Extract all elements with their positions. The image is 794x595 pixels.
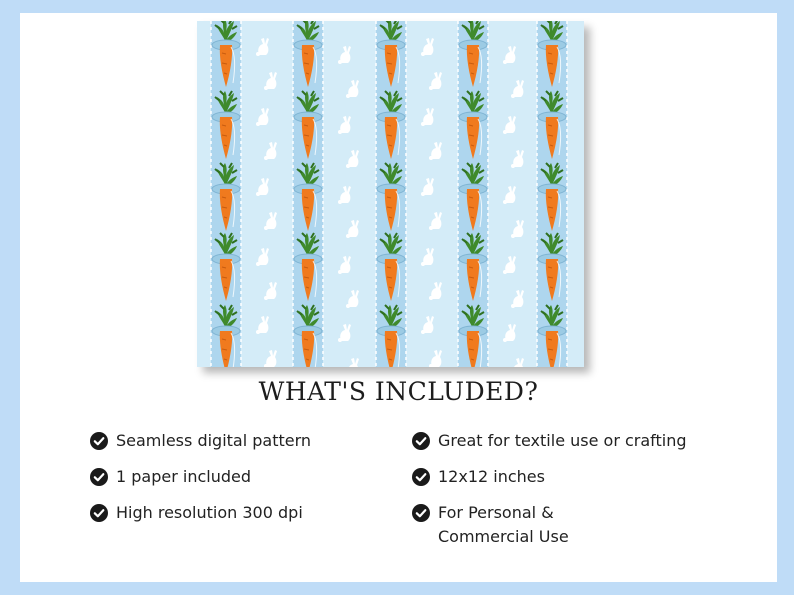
feature-text: For Personal & <box>438 503 554 522</box>
product-card: WHAT'S INCLUDED? Seamless digital patter… <box>20 13 777 582</box>
feature-text: Great for textile use or crafting <box>438 431 687 450</box>
check-circle-icon <box>90 504 108 522</box>
check-circle-icon <box>412 432 430 450</box>
check-circle-icon <box>90 468 108 486</box>
feature-item: Seamless digital pattern <box>90 429 311 453</box>
feature-text: High resolution 300 dpi <box>116 503 303 522</box>
feature-text: 12x12 inches <box>438 467 545 486</box>
feature-item: 1 paper included <box>90 465 251 489</box>
feature-item: For Personal & Commercial Use <box>412 501 569 549</box>
check-circle-icon <box>412 468 430 486</box>
check-circle-icon <box>412 504 430 522</box>
feature-text-block: For Personal & Commercial Use <box>438 501 569 549</box>
feature-text: Commercial Use <box>438 527 569 546</box>
pattern-preview <box>197 21 584 367</box>
feature-item: 12x12 inches <box>412 465 545 489</box>
feature-text: 1 paper included <box>116 467 252 486</box>
feature-text: Seamless digital pattern <box>116 431 312 450</box>
feature-item: Great for textile use or crafting <box>412 429 687 453</box>
page-title: WHAT'S INCLUDED? <box>258 377 539 406</box>
feature-item: High resolution 300 dpi <box>90 501 303 525</box>
check-circle-icon <box>90 432 108 450</box>
